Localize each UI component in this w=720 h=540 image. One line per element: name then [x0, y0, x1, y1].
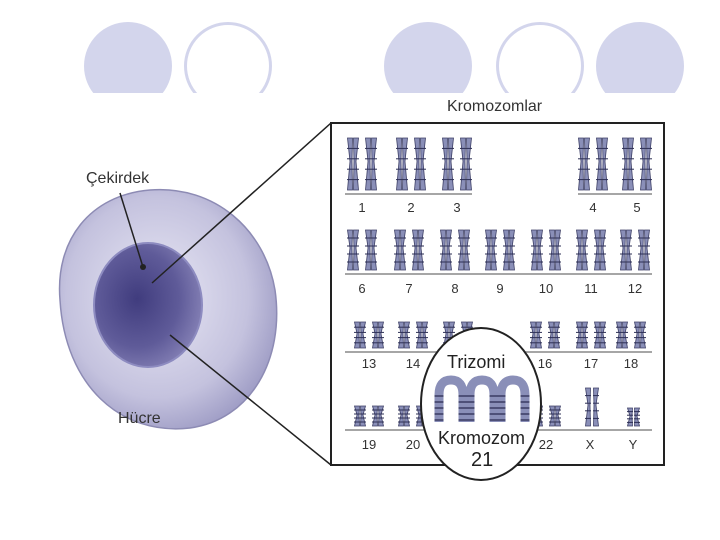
nucleus-label: Çekirdek: [86, 170, 149, 188]
karyotype-number: 22: [531, 437, 561, 452]
karyotype-number: 9: [485, 281, 515, 296]
karyotype-number: 11: [576, 281, 606, 296]
karyotype-number: 7: [394, 281, 424, 296]
karyotype-number: Y: [618, 437, 648, 452]
karyotype-number: 2: [396, 200, 426, 215]
karyotype-number: X: [575, 437, 605, 452]
trisomy-label: Trizomi: [447, 352, 505, 373]
chromosome-label: Kromozom: [438, 428, 525, 449]
karyotype-number: 1: [347, 200, 377, 215]
karyotype-number: 20: [398, 437, 428, 452]
karyotype-number: 5: [622, 200, 652, 215]
karyotype-number: 12: [620, 281, 650, 296]
chromosomes-title: Kromozomlar: [447, 98, 542, 116]
karyotype-number: 17: [576, 356, 606, 371]
karyotype-number: 3: [442, 200, 472, 215]
chromosome-number-label: 21: [471, 449, 493, 472]
karyotype-number: 10: [531, 281, 561, 296]
karyotype-number: 4: [578, 200, 608, 215]
karyotype-number: 18: [616, 356, 646, 371]
karyotype-number: 19: [354, 437, 384, 452]
karyotype-number: 6: [347, 281, 377, 296]
karyotype-number: 8: [440, 281, 470, 296]
cell-label: Hücre: [118, 410, 161, 428]
karyotype-number: 14: [398, 356, 428, 371]
karyotype-number: 16: [530, 356, 560, 371]
karyotype-number: 13: [354, 356, 384, 371]
